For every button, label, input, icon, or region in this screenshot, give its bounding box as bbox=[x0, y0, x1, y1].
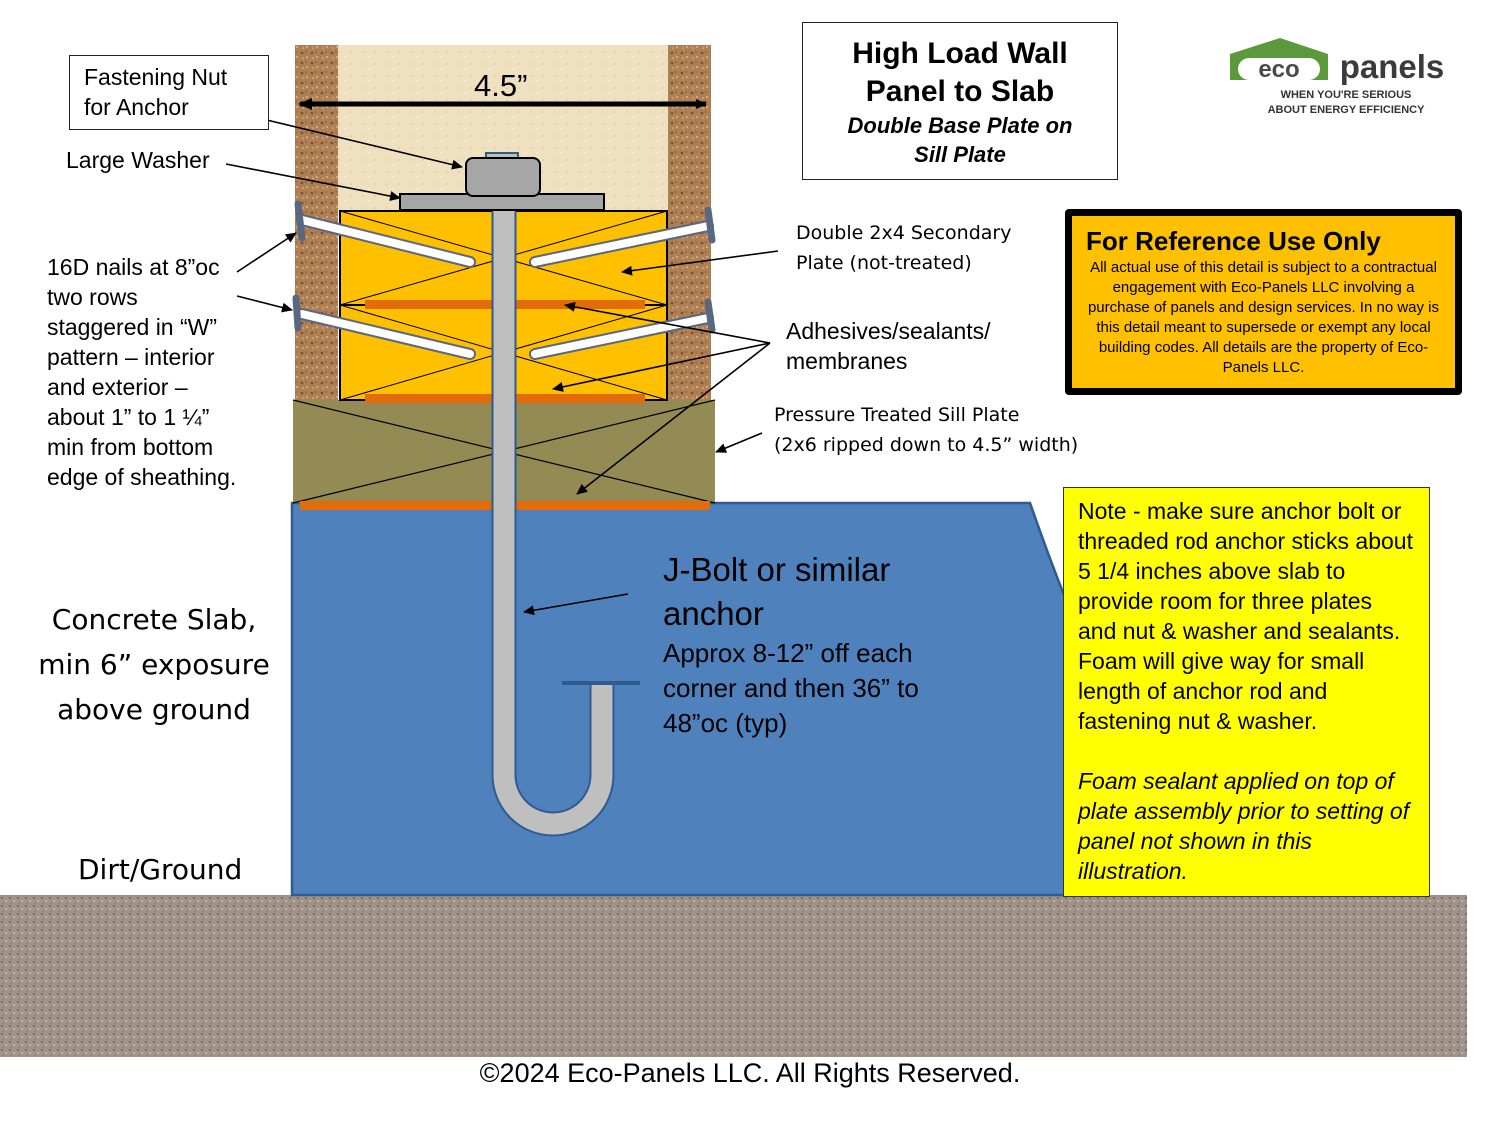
title-sub: Double Base Plate on Sill Plate bbox=[847, 113, 1073, 167]
eco-panels-logo: eco panels WHEN YOU'RE SERIOUS ABOUT ENE… bbox=[1228, 36, 1464, 122]
nail-upper-right bbox=[529, 206, 716, 268]
logo-graphic: eco panels WHEN YOU'RE SERIOUS ABOUT ENE… bbox=[1230, 38, 1445, 116]
width-label: 4.5” bbox=[474, 68, 528, 103]
j-bolt bbox=[493, 195, 613, 835]
adhesives-label: Adhesives/sealants/ membranes bbox=[786, 318, 991, 374]
sill-plate-label: Pressure Treated Sill Plate (2x6 ripped … bbox=[774, 404, 1079, 456]
reference-box: For Reference Use Only All actual use of… bbox=[1065, 209, 1462, 395]
jbolt-title-label: J-Bolt or similar anchor bbox=[663, 551, 891, 632]
note-italic: Foam sealant applied on top of plate ass… bbox=[1078, 768, 1410, 884]
slab-label: Concrete Slab, min 6” exposure above gro… bbox=[38, 603, 270, 726]
nail-lower-left bbox=[292, 294, 476, 360]
copyright: ©2024 Eco-Panels LLC. All Rights Reserve… bbox=[479, 1058, 1021, 1088]
logo-eco-text: eco bbox=[1258, 56, 1299, 83]
nail-upper-left bbox=[294, 200, 476, 268]
title-box: High Load Wall Panel to Slab Double Base… bbox=[802, 22, 1118, 180]
reference-body: All actual use of this detail is subject… bbox=[1087, 259, 1440, 376]
double-plate-label: Double 2x4 Secondary Plate (not-treated) bbox=[796, 222, 1012, 274]
logo-tagline-2: ABOUT ENERGY EFFICIENCY bbox=[1268, 104, 1426, 116]
ground-fill bbox=[0, 895, 1467, 1057]
nails-label: 16D nails at 8”oc two rows staggered in … bbox=[47, 254, 237, 490]
logo-tagline-1: WHEN YOU'RE SERIOUS bbox=[1281, 89, 1412, 101]
reference-title: For Reference Use Only bbox=[1086, 226, 1381, 256]
large-washer-label: Large Washer bbox=[66, 147, 210, 173]
jbolt-detail-label: Approx 8-12” off each corner and then 36… bbox=[663, 638, 919, 738]
logo-panels-text: panels bbox=[1340, 48, 1445, 85]
ground-label: Dirt/Ground bbox=[78, 853, 243, 886]
nails bbox=[292, 200, 716, 360]
fastening-nut-label-box: Fastening Nut for Anchor bbox=[69, 55, 269, 130]
fastening-nut bbox=[465, 157, 541, 197]
title-main: High Load Wall Panel to Slab bbox=[852, 37, 1068, 108]
note-body: Note - make sure anchor bolt or threaded… bbox=[1078, 498, 1413, 734]
leader-lines bbox=[225, 113, 779, 616]
nail-lower-right bbox=[529, 298, 716, 360]
note-box: Note - make sure anchor bolt or threaded… bbox=[1063, 487, 1430, 897]
fastening-nut-label: Fastening Nut for Anchor bbox=[84, 64, 228, 120]
